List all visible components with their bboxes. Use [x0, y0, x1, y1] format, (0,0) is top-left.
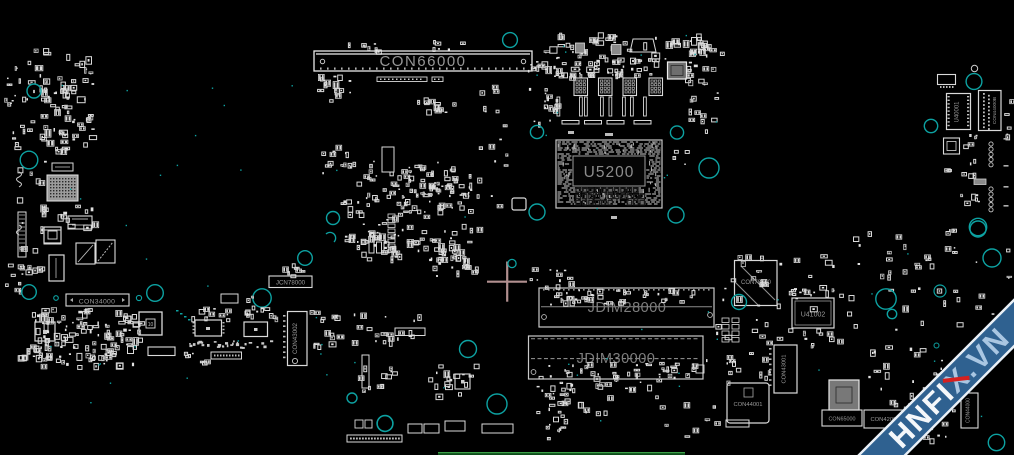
svg-text:JDIM30000: JDIM30000	[577, 351, 656, 367]
svg-text:CON44000B: CON44000B	[992, 97, 998, 124]
svg-text:CON42000: CON42000	[870, 417, 899, 423]
svg-text:10: 10	[148, 322, 154, 328]
svg-text:CON65000: CON65000	[829, 417, 856, 423]
svg-text:CON34000: CON34000	[79, 299, 115, 306]
svg-text:JCN78000: JCN78000	[276, 280, 306, 287]
svg-text:CON66000: CON66000	[379, 53, 466, 70]
svg-text:CON43001: CON43001	[782, 354, 788, 383]
svg-text:CON78000: CON78000	[741, 280, 772, 286]
svg-text:CON43002: CON43002	[292, 322, 299, 354]
svg-text:U40001: U40001	[955, 101, 961, 123]
svg-text:U5200: U5200	[584, 164, 635, 181]
svg-text:U41002: U41002	[801, 312, 826, 319]
svg-text:CON44001: CON44001	[733, 402, 762, 408]
svg-text:CON44000: CON44000	[966, 398, 972, 423]
svg-text:JDIM28000: JDIM28000	[588, 300, 667, 316]
